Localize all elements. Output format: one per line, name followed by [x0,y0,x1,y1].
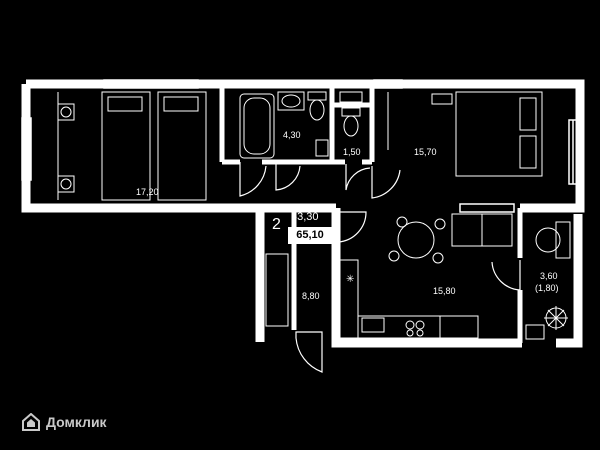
balcony-furniture [525,221,571,340]
outer-walls [21,79,585,348]
toilet-furniture [339,91,363,137]
brand-logo: Домклик [22,413,107,431]
area-summary-badge: 2 63,30 65,10 [269,206,333,244]
doors [239,162,521,373]
room-area-hallway: 8,80 [302,291,320,301]
room-area-bedroom-right: 15,70 [414,147,437,157]
brand-name: Домклик [46,414,107,430]
room-area-balcony: 3,60 [540,271,558,281]
total-area: 63,30 [291,211,319,223]
hallway-furniture [265,253,289,327]
bedroom-left-furniture [57,91,207,201]
room-area-bedroom-left: 17,20 [136,187,159,197]
kitchen-living-furniture [339,213,513,339]
room-area-toilet: 1,50 [343,147,361,157]
room-area-bathroom: 4,30 [283,130,301,140]
room-area-balcony-reduced: (1,80) [535,283,559,293]
room-area-kitchen-living: 15,80 [433,286,456,296]
bedroom-right-furniture [373,91,543,177]
house-logo-icon [22,413,40,431]
bathroom-furniture [239,91,329,159]
windows [21,79,579,213]
snowflake-icon: ✳ [346,274,354,285]
living-area: 65,10 [288,227,332,244]
interior-walls [219,88,523,343]
rooms-count: 2 [272,216,281,233]
